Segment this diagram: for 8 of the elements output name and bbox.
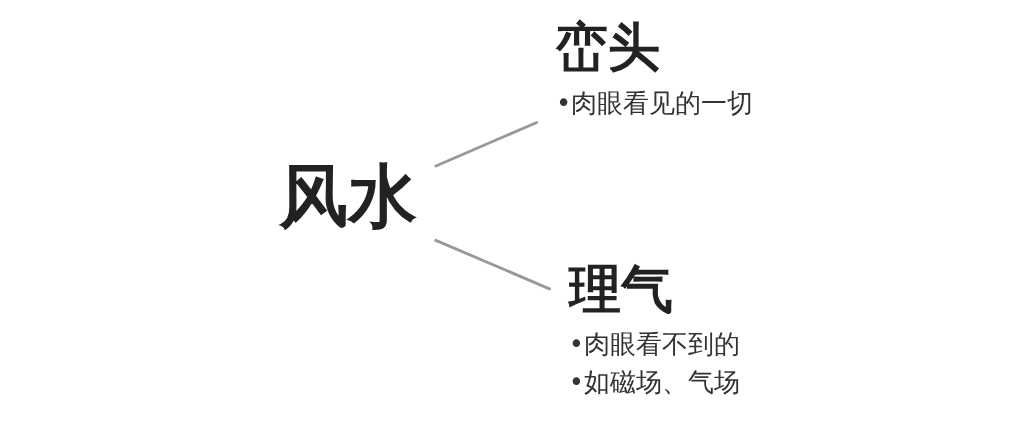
node-label: •肉眼看见的一切 <box>555 88 753 119</box>
node-label: •如磁场、气场 <box>568 366 740 397</box>
connector <box>433 120 538 168</box>
connector <box>433 238 551 291</box>
node-text: 理气 <box>568 258 673 319</box>
node-label: •肉眼看不到的 <box>568 329 740 360</box>
node-text: 峦头 <box>555 17 660 78</box>
node-text: 风水 <box>278 155 417 236</box>
